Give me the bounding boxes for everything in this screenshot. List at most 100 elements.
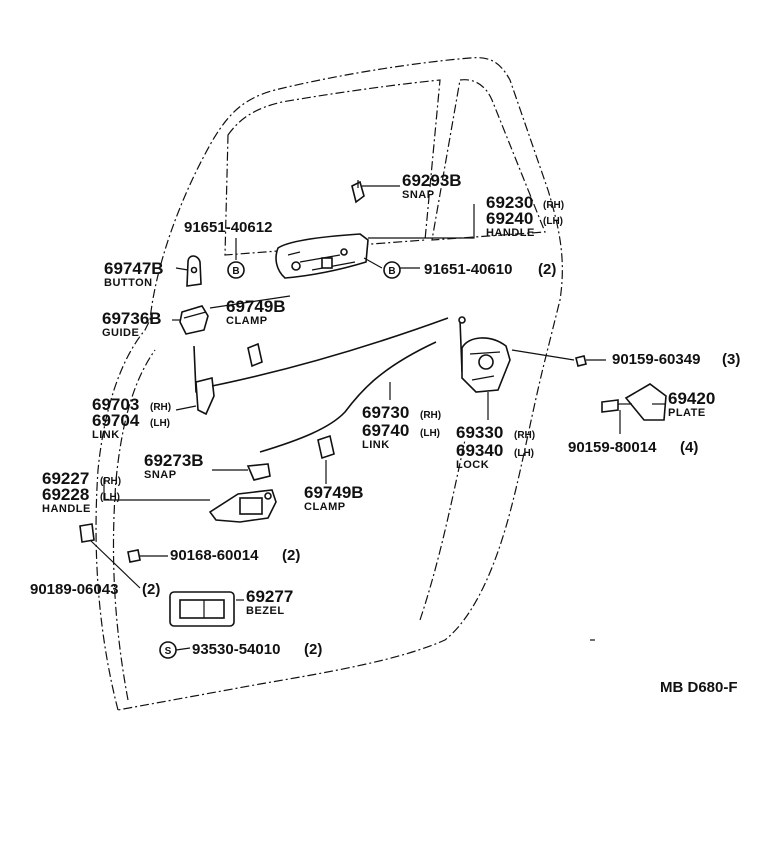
label-link-left: 69703 (RH) 69704 (LH) LINK [92,395,171,441]
suffix-lh: (LH) [100,492,120,503]
button-guide [179,305,209,335]
suffix-rh: (RH) [150,402,171,413]
quantity: (3) [722,351,740,368]
part-number-lh: 69228 [42,485,89,504]
clamp-lower [317,434,335,460]
label-clamp-lower: 69749B CLAMP [304,483,364,513]
link-rod-left [193,345,215,416]
snap-upper [351,180,365,204]
marker-b-left-text: B [232,266,239,277]
handle-bezel [169,591,235,627]
quantity: (4) [680,439,698,456]
lock-button [186,255,202,287]
part-number-rh: 69703 [92,395,139,414]
label-snap-upper: 69293B SNAP [402,171,462,201]
part-number: 69749B [304,483,364,502]
quantity: (2) [304,641,322,658]
marker-b-left: B [227,261,245,279]
screw-lock [511,349,587,367]
label-screw-handle: 90168-60014 (2) [170,547,300,564]
marker-b-right-text: B [388,266,395,277]
marker-b-right: B [383,261,401,279]
door-lock-assembly [458,316,511,393]
suffix-lh: (LH) [420,428,440,439]
part-name: HANDLE [486,227,535,239]
part-number: 69736B [102,309,162,328]
part-name: PLATE [668,407,706,419]
suffix-lh: (LH) [543,216,563,227]
quantity: (2) [142,581,160,598]
part-number: 91651-40612 [184,219,272,236]
label-bolt-b-right: 91651-40610 (2) [424,261,556,278]
part-name: CLAMP [304,501,346,513]
door-outline [95,57,595,711]
suffix-lh: (LH) [150,418,170,429]
label-screw-bezel: 93530-54010 (2) [192,641,322,658]
label-bolt-b-left: 91651-40612 [184,219,272,236]
nut-clip [79,523,95,543]
striker-plate [601,383,667,421]
label-plate: 69420 PLATE [668,389,715,419]
quantity: (2) [282,547,300,564]
reference-code-text: MB D680-F [660,679,738,696]
part-number-lh: 69704 [92,411,140,430]
part-name: CLAMP [226,315,268,327]
part-number-lh: 69240 [486,209,533,228]
suffix-lh: (LH) [514,448,534,459]
part-number: 90168-60014 [170,547,259,564]
part-name: BUTTON [104,277,153,289]
part-number: 69420 [668,389,715,408]
suffix-rh: (RH) [100,476,121,487]
part-number-lh: 69340 [456,441,503,460]
part-name: LOCK [456,459,489,471]
part-name: HANDLE [42,503,91,515]
part-number: 69277 [246,587,293,606]
part-number: 69747B [104,259,164,278]
label-handle-inner: 69227 (RH) 69228 (LH) HANDLE [42,469,121,515]
part-number: 90189-06043 [30,581,118,598]
part-name: LINK [92,429,120,441]
marker-s-text: S [165,646,172,657]
label-nut-clip: 90189-06043 (2) [30,581,160,598]
label-screw-lock: 90159-60349 (3) [612,351,740,368]
suffix-rh: (RH) [420,410,441,421]
label-bezel: 69277 BEZEL [246,587,293,617]
quantity: (2) [538,261,556,278]
reference-code: MB D680-F [660,679,738,696]
label-clamp-upper: 69749B CLAMP [226,297,286,327]
label-guide: 69736B GUIDE [102,309,162,339]
part-number-rh: 69730 [362,403,409,422]
suffix-rh: (RH) [543,200,564,211]
part-name: SNAP [402,189,435,201]
part-number: 69273B [144,451,204,470]
part-name: LINK [362,439,390,451]
part-number: 90159-80014 [568,439,657,456]
outer-door-handle [275,233,369,279]
snap-lower [246,463,271,481]
part-number: 69749B [226,297,286,316]
part-number-rh: 69227 [42,469,89,488]
part-number-lh: 69740 [362,421,409,440]
part-number-rh: 69330 [456,423,503,442]
label-handle-outer: 69230 (RH) 69240 (LH) HANDLE [486,193,564,239]
label-screw-plate: 90159-80014 (4) [568,439,698,456]
part-number: 69293B [402,171,462,190]
screw-handle [127,549,141,563]
part-number: 93530-54010 [192,641,280,658]
label-button: 69747B BUTTON [104,259,164,289]
clamp-upper [247,342,263,368]
label-lock: 69330 (RH) 69340 (LH) LOCK [456,423,535,471]
part-number-rh: 69230 [486,193,533,212]
part-name: BEZEL [246,605,285,617]
part-name: SNAP [144,469,177,481]
suffix-rh: (RH) [514,430,535,441]
inner-door-handle [208,489,277,523]
label-snap-lower: 69273B SNAP [144,451,204,481]
part-number: 90159-60349 [612,351,700,368]
label-link-right: 69730 (RH) 69740 (LH) LINK [362,403,441,451]
part-number: 91651-40610 [424,261,512,278]
part-name: GUIDE [102,327,139,339]
leader-lines [89,185,666,651]
